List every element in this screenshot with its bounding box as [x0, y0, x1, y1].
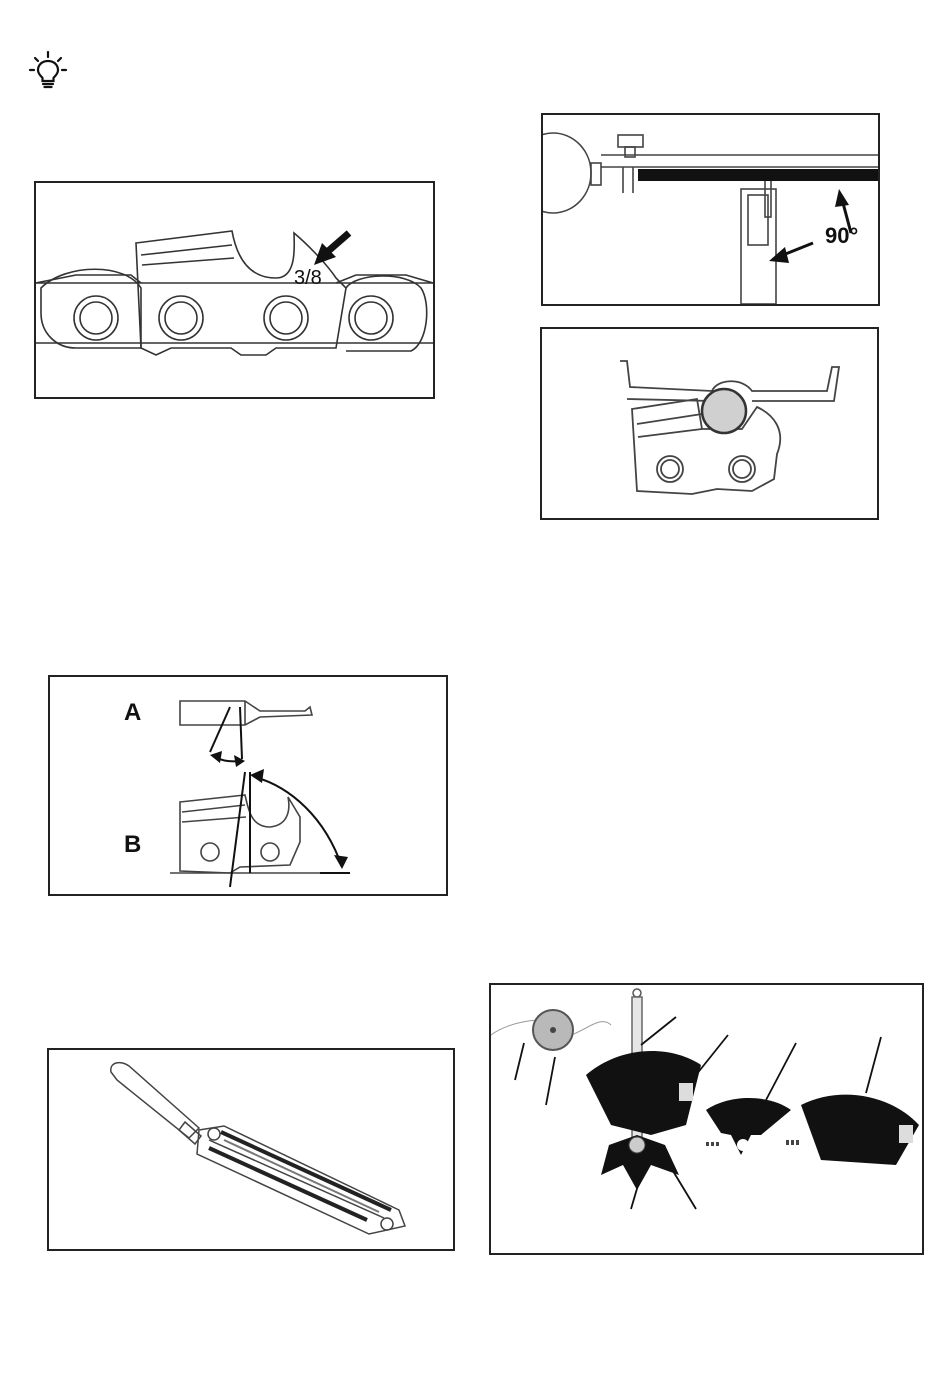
depth-gauge-angle-label: 90°	[825, 223, 858, 249]
depth-gauge-angle-figure: 90°	[541, 113, 880, 306]
chain-pitch-label: 3/8	[294, 267, 322, 290]
file-angle-label-b: B	[124, 831, 141, 859]
file-holder-cutter-figure	[540, 327, 879, 520]
chain-pitch-figure: 3/8	[34, 181, 435, 399]
file-guide-figure	[47, 1048, 455, 1251]
guard-parts-figure	[489, 983, 924, 1255]
lightbulb-icon	[28, 50, 68, 90]
file-angles-figure: A B	[48, 675, 448, 896]
file-angle-label-a: A	[124, 699, 141, 727]
